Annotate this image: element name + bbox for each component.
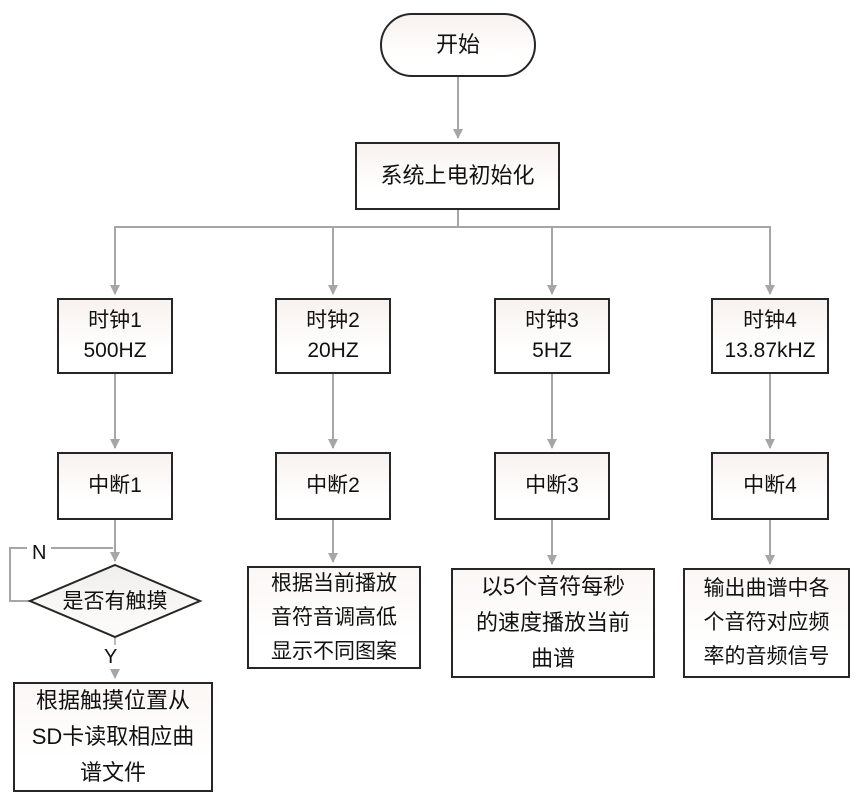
action2-node: 根据当前播放 音符音调高低 显示不同图案: [247, 566, 421, 669]
init-node: 系统上电初始化: [355, 142, 560, 210]
action1-line1: 根据触摸位置从: [35, 688, 190, 713]
action2-line3: 显示不同图案: [271, 639, 397, 663]
interrupt2-node: 中断2: [275, 452, 391, 520]
clock4-freq: 13.87kHZ: [724, 339, 816, 362]
clock2-title: 时钟2: [306, 309, 360, 332]
interrupt3-node: 中断3: [494, 452, 610, 520]
edge-decision-no-loop: [9, 547, 113, 602]
action4-node: 输出曲谱中各 个音符对应频 率的音频信号: [683, 568, 850, 678]
clock3-freq: 5HZ: [532, 339, 572, 362]
action1-line2: SD卡读取相应曲: [31, 724, 195, 749]
interrupt4-node: 中断4: [711, 452, 829, 520]
action3-line3: 曲谱: [530, 646, 575, 671]
clock4-title: 时钟4: [743, 309, 797, 332]
action3-line1: 以5个音符每秒: [480, 574, 626, 599]
action4-line3: 率的音频信号: [703, 645, 830, 668]
action4-line2: 个音符对应频: [703, 611, 830, 634]
interrupt1-label: 中断1: [88, 474, 142, 497]
action2-line1: 根据当前播放: [271, 571, 397, 595]
action1-line3: 谱文件: [79, 760, 146, 785]
action1-node: 根据触摸位置从 SD卡读取相应曲 谱文件: [13, 682, 213, 792]
action4-line1: 输出曲谱中各: [703, 577, 830, 600]
interrupt2-label: 中断2: [306, 474, 360, 497]
clock2-node: 时钟2 20HZ: [275, 298, 391, 374]
clock3-node: 时钟3 5HZ: [494, 298, 610, 374]
interrupt3-label: 中断3: [525, 474, 579, 497]
action3-line2: 的速度播放当前: [475, 610, 630, 635]
clock2-freq: 20HZ: [307, 339, 359, 362]
decision-label: 是否有触摸: [62, 590, 168, 613]
decision-yes-label: Y: [99, 645, 123, 669]
action2-line2: 音符音调高低: [271, 605, 397, 629]
decision-no-label: N: [27, 541, 52, 565]
start-label: 开始: [435, 32, 480, 57]
clock1-title: 时钟1: [88, 309, 142, 332]
action3-node: 以5个音符每秒 的速度播放当前 曲谱: [451, 568, 655, 678]
interrupt4-label: 中断4: [743, 474, 797, 497]
decision-diamond: [27, 563, 203, 639]
clock4-node: 时钟4 13.87kHZ: [711, 298, 829, 374]
start-node: 开始: [380, 13, 536, 77]
clock1-freq: 500HZ: [83, 339, 147, 362]
init-label: 系统上电初始化: [380, 163, 535, 188]
clock1-node: 时钟1 500HZ: [57, 298, 173, 374]
clock3-title: 时钟3: [525, 309, 579, 332]
interrupt1-node: 中断1: [57, 452, 173, 520]
